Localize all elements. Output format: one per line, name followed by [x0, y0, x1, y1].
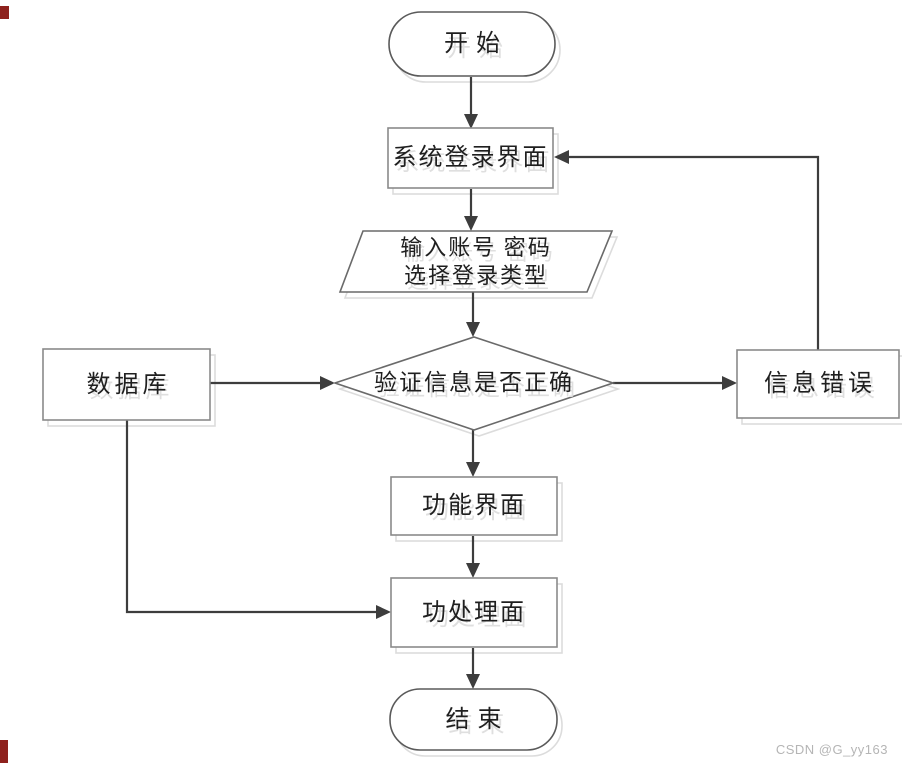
arrowhead-process-end	[466, 674, 480, 689]
function-ui-process-shape	[390, 476, 558, 536]
arrowhead-start-login	[464, 114, 478, 129]
arrowhead-database-verify	[320, 376, 335, 390]
connector-database-process	[125, 420, 378, 614]
end-terminator-shape	[389, 688, 558, 751]
end-label: 结束	[445, 706, 510, 733]
process-ui-process-shape	[390, 577, 558, 648]
verify-decision-diamond-shape	[332, 336, 616, 431]
arrowhead-input-verify	[466, 322, 480, 337]
input-label-line1: 输入账号 密码	[400, 235, 552, 260]
start-label: 开始	[444, 31, 508, 57]
input-io-parallelogram-shape	[338, 230, 614, 293]
error-process-shape	[736, 349, 900, 419]
connectors	[125, 77, 820, 689]
arrowhead-login-input	[464, 216, 478, 231]
login-process-shape	[387, 127, 554, 189]
login-label: 系统登录界面	[392, 145, 549, 171]
arrowhead-verify-error	[722, 376, 737, 390]
process-ui-label: 功处理面	[422, 599, 526, 626]
connector-error-login	[568, 155, 820, 350]
input-label: 输入账号 密码 选择登录类型	[340, 231, 612, 292]
database-label: 数据库	[86, 371, 171, 398]
red-edge-mark-top	[0, 6, 9, 19]
arrowhead-error-login	[554, 150, 569, 164]
red-edge-mark-bottom	[0, 740, 8, 763]
error-label: 信息错误	[764, 371, 876, 397]
arrowhead-database-process	[376, 605, 391, 619]
arrowhead-function-process	[466, 563, 480, 578]
function-ui-label: 功能界面	[422, 493, 526, 519]
node-shapes	[42, 11, 900, 751]
input-label-line2: 选择登录类型	[403, 262, 548, 288]
csdn-watermark: CSDN @G_yy163	[775, 742, 888, 757]
arrowhead-verify-function	[466, 462, 480, 477]
database-process-shape	[42, 348, 211, 421]
start-terminator-shape	[388, 11, 556, 77]
verify-label: 验证信息是否正确	[374, 370, 574, 396]
